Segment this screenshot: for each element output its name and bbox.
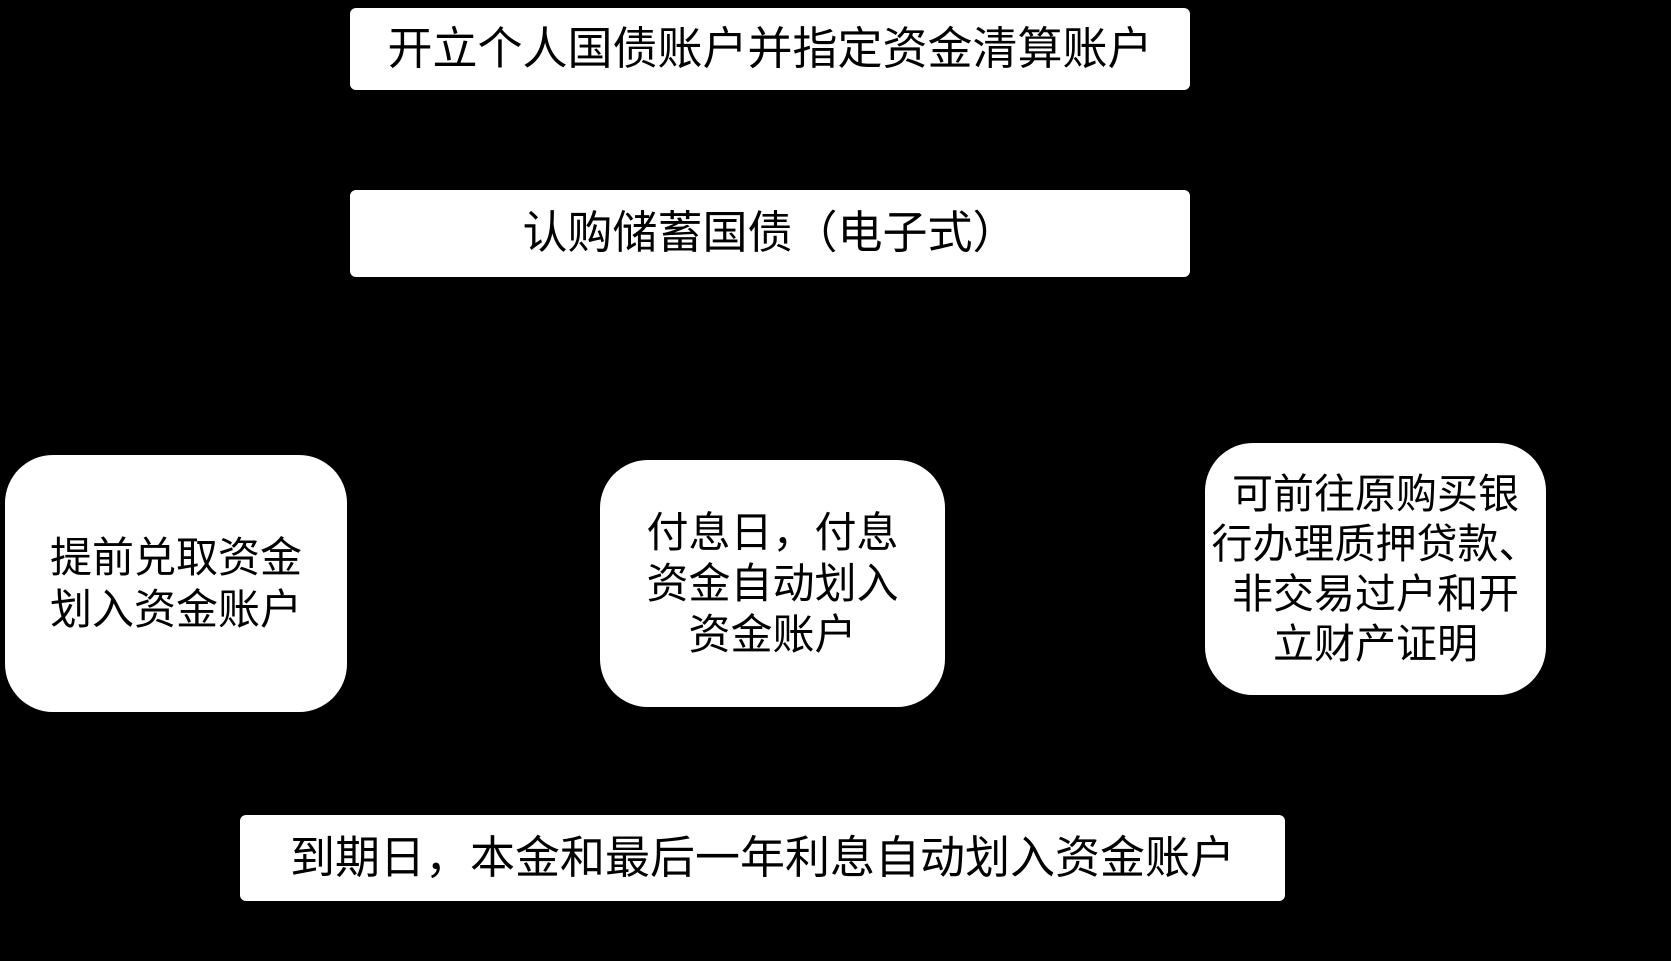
- node-early-redemption-label: 提前兑取资金 划入资金账户: [49, 534, 302, 633]
- node-subscribe-savings-bond-label: 认购储蓄国债（电子式）: [522, 207, 1018, 259]
- node-interest-payment-day-label: 付息日，付息 资金自动划入 资金账户: [646, 508, 899, 659]
- node-pledge-loan-services: 可前往原购买银 行办理质押贷款、 非交易过户和开 立财产证明: [1205, 443, 1546, 695]
- node-interest-payment-day: 付息日，付息 资金自动划入 资金账户: [600, 460, 945, 707]
- node-open-account-label: 开立个人国债账户并指定资金清算账户: [387, 22, 1153, 74]
- node-open-account: 开立个人国债账户并指定资金清算账户: [350, 8, 1190, 90]
- node-early-redemption: 提前兑取资金 划入资金账户: [5, 455, 347, 712]
- node-maturity-payment: 到期日，本金和最后一年利息自动划入资金账户: [240, 815, 1285, 901]
- node-maturity-payment-label: 到期日，本金和最后一年利息自动划入资金账户: [289, 831, 1235, 883]
- node-pledge-loan-services-label: 可前往原购买银 行办理质押贷款、 非交易过户和开 立财产证明: [1211, 470, 1540, 668]
- node-subscribe-savings-bond: 认购储蓄国债（电子式）: [350, 190, 1190, 277]
